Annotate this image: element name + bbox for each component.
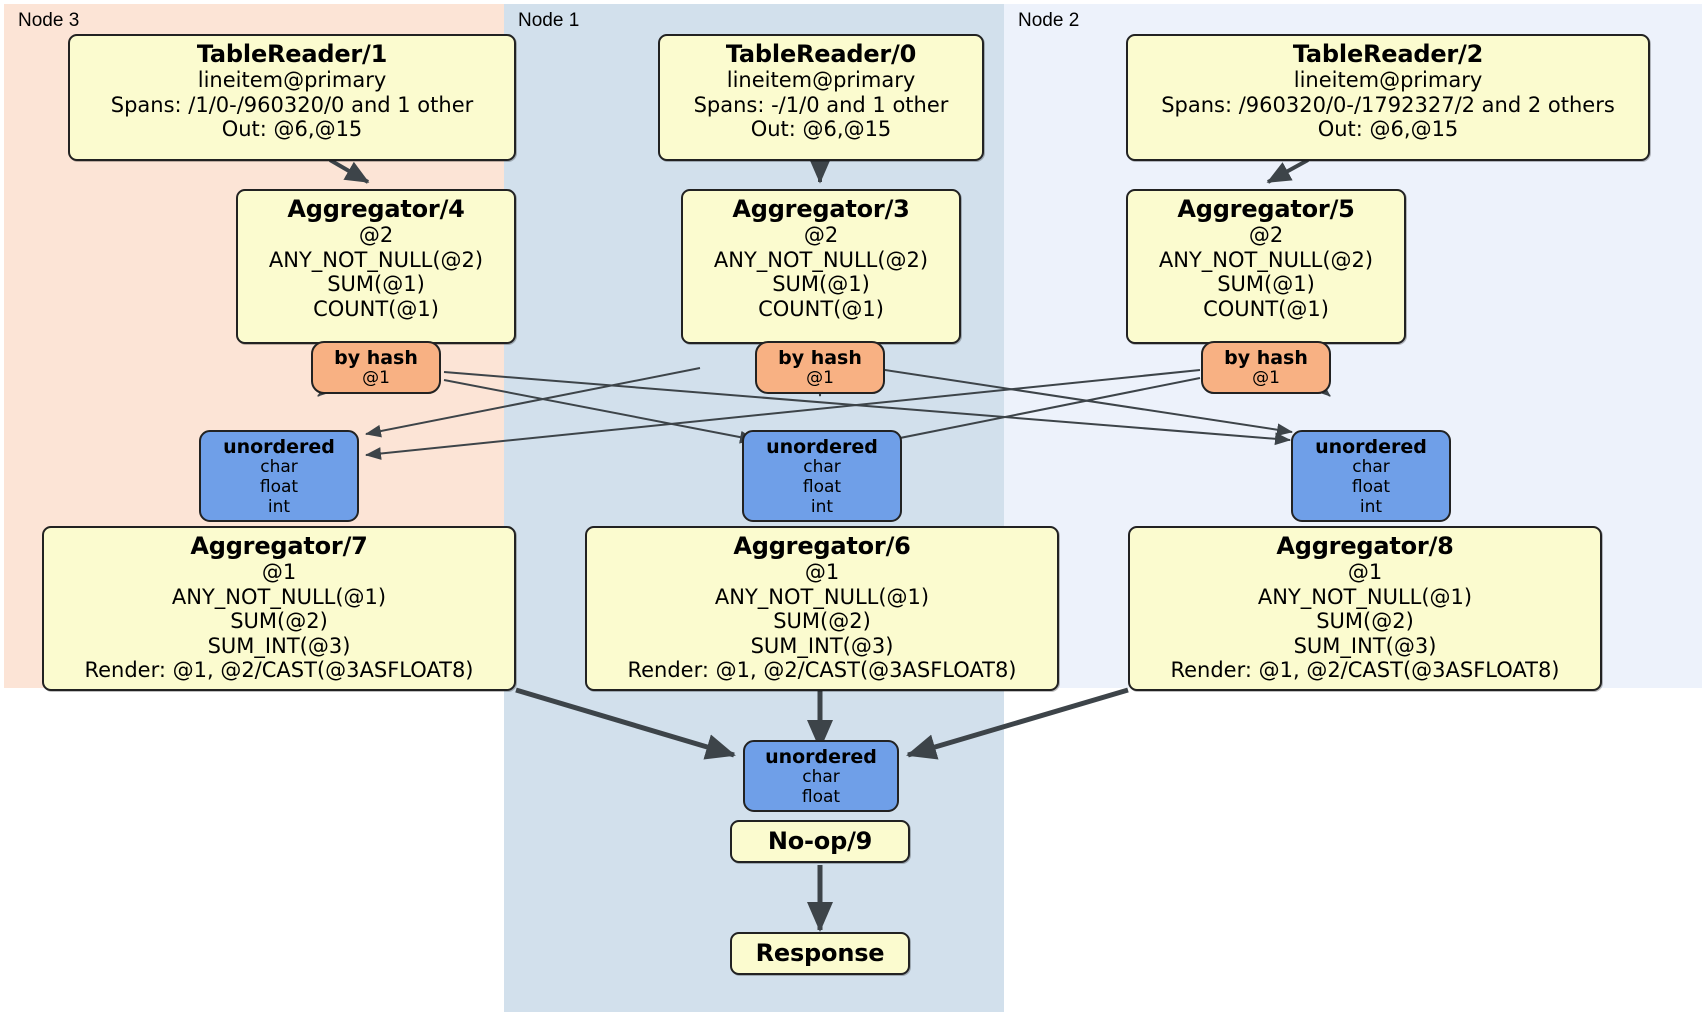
synchronizer-unordered-final[interactable]: unordered char float [743, 740, 899, 812]
processor-detail-line: Out: @6,@15 [1317, 117, 1459, 142]
node-panel-label-node-2: Node 2 [1018, 10, 1080, 31]
router-title: by hash [334, 347, 418, 369]
processor-tablereader-1[interactable]: TableReader/1 lineitem@primary Spans: /1… [68, 34, 516, 161]
processor-detail-line: ANY_NOT_NULL(@1) [714, 584, 930, 609]
processor-title: Aggregator/4 [287, 195, 465, 223]
processor-aggregator-5[interactable]: Aggregator/5 @2 ANY_NOT_NULL(@2) SUM(@1)… [1126, 189, 1406, 344]
processor-detail-line: Out: @6,@15 [221, 117, 363, 142]
processor-no-op-9[interactable]: No-op/9 [730, 820, 910, 863]
processor-title: Aggregator/7 [190, 532, 368, 560]
processor-detail-line: @1 [261, 560, 297, 585]
processor-detail-line: Spans: /960320/0-/1792327/2 and 2 others [1161, 92, 1615, 117]
router-by-hash-node-1[interactable]: by hash @1 [755, 341, 885, 394]
processor-detail-line: COUNT(@1) [313, 296, 439, 321]
synchronizer-type-line: char [802, 767, 840, 788]
synchronizer-title: unordered [1315, 436, 1427, 458]
router-by-hash-node-2[interactable]: by hash @1 [1201, 341, 1331, 394]
synchronizer-unordered-node-2[interactable]: unordered char float int [1291, 430, 1451, 522]
router-detail-line: @1 [1252, 368, 1280, 389]
synchronizer-title: unordered [765, 746, 877, 768]
processor-detail-line: ANY_NOT_NULL(@2) [1158, 247, 1374, 272]
router-title: by hash [778, 347, 862, 369]
processor-aggregator-3[interactable]: Aggregator/3 @2 ANY_NOT_NULL(@2) SUM(@1)… [681, 189, 961, 344]
processor-detail-line: COUNT(@1) [1203, 296, 1329, 321]
processor-title: Response [755, 939, 885, 967]
processor-detail-line: SUM(@2) [1316, 609, 1414, 634]
processor-detail-line: @1 [804, 560, 840, 585]
synchronizer-type-line: int [1359, 496, 1383, 517]
processor-response[interactable]: Response [730, 932, 910, 975]
processor-detail-line: SUM_INT(@3) [207, 633, 351, 658]
processor-aggregator-8[interactable]: Aggregator/8 @1 ANY_NOT_NULL(@1) SUM(@2)… [1128, 526, 1602, 691]
processor-detail-line: lineitem@primary [1293, 68, 1483, 93]
processor-title: TableReader/1 [196, 40, 388, 68]
processor-detail-line: Out: @6,@15 [750, 117, 892, 142]
synchronizer-type-line: float [259, 477, 299, 498]
processor-detail-line: lineitem@primary [726, 68, 916, 93]
processor-detail-line: Render: @1, @2/CAST(@3ASFLOAT8) [84, 658, 474, 683]
processor-detail-line: ANY_NOT_NULL(@1) [1257, 584, 1473, 609]
synchronizer-type-line: char [1352, 457, 1390, 478]
processor-detail-line: SUM_INT(@3) [1293, 633, 1437, 658]
processor-aggregator-4[interactable]: Aggregator/4 @2 ANY_NOT_NULL(@2) SUM(@1)… [236, 189, 516, 344]
processor-aggregator-6[interactable]: Aggregator/6 @1 ANY_NOT_NULL(@1) SUM(@2)… [585, 526, 1059, 691]
synchronizer-title: unordered [766, 436, 878, 458]
synchronizer-type-line: char [260, 457, 298, 478]
node-panel-label-node-3: Node 3 [18, 10, 80, 31]
router-detail-line: @1 [806, 368, 834, 389]
processor-detail-line: SUM_INT(@3) [750, 633, 894, 658]
processor-title: Aggregator/8 [1276, 532, 1454, 560]
processor-title: Aggregator/3 [732, 195, 910, 223]
router-title: by hash [1224, 347, 1308, 369]
processor-detail-line: Render: @1, @2/CAST(@3ASFLOAT8) [1170, 658, 1560, 683]
processor-title: No-op/9 [767, 827, 873, 855]
processor-detail-line: Render: @1, @2/CAST(@3ASFLOAT8) [627, 658, 1017, 683]
synchronizer-unordered-node-3[interactable]: unordered char float int [199, 430, 359, 522]
processor-detail-line: @2 [358, 223, 394, 248]
synchronizer-type-line: float [1351, 477, 1391, 498]
synchronizer-type-line: int [267, 496, 291, 517]
processor-tablereader-0[interactable]: TableReader/0 lineitem@primary Spans: -/… [658, 34, 984, 161]
processor-detail-line: ANY_NOT_NULL(@2) [268, 247, 484, 272]
processor-title: Aggregator/5 [1177, 195, 1355, 223]
processor-detail-line: ANY_NOT_NULL(@2) [713, 247, 929, 272]
processor-detail-line: COUNT(@1) [758, 296, 884, 321]
processor-aggregator-7[interactable]: Aggregator/7 @1 ANY_NOT_NULL(@1) SUM(@2)… [42, 526, 516, 691]
processor-detail-line: @2 [803, 223, 839, 248]
synchronizer-type-line: int [810, 496, 834, 517]
processor-detail-line: Spans: /1/0-/960320/0 and 1 other [110, 92, 474, 117]
router-by-hash-node-3[interactable]: by hash @1 [311, 341, 441, 394]
synchronizer-type-line: float [802, 477, 842, 498]
processor-tablereader-2[interactable]: TableReader/2 lineitem@primary Spans: /9… [1126, 34, 1650, 161]
processor-title: Aggregator/6 [733, 532, 911, 560]
processor-detail-line: SUM(@1) [327, 272, 425, 297]
synchronizer-type-line: float [801, 787, 841, 808]
synchronizer-unordered-node-1[interactable]: unordered char float int [742, 430, 902, 522]
processor-detail-line: lineitem@primary [197, 68, 387, 93]
processor-detail-line: SUM(@1) [772, 272, 870, 297]
processor-title: TableReader/2 [1292, 40, 1484, 68]
processor-detail-line: @2 [1248, 223, 1284, 248]
node-panel-label-node-1: Node 1 [518, 10, 580, 31]
processor-detail-line: SUM(@1) [1217, 272, 1315, 297]
synchronizer-title: unordered [223, 436, 335, 458]
processor-title: TableReader/0 [725, 40, 917, 68]
processor-detail-line: SUM(@2) [773, 609, 871, 634]
processor-detail-line: Spans: -/1/0 and 1 other [693, 92, 949, 117]
processor-detail-line: ANY_NOT_NULL(@1) [171, 584, 387, 609]
processor-detail-line: @1 [1347, 560, 1383, 585]
processor-detail-line: SUM(@2) [230, 609, 328, 634]
router-detail-line: @1 [362, 368, 390, 389]
synchronizer-type-line: char [803, 457, 841, 478]
